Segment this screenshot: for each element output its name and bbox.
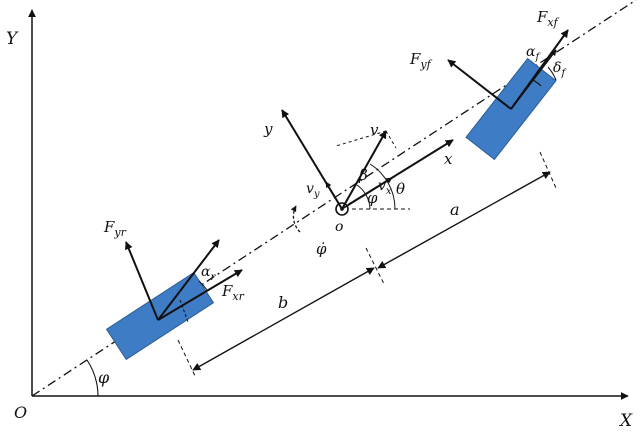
- cg-label: o: [335, 219, 343, 235]
- global-angle-label: φ: [98, 368, 110, 387]
- dim-b-ext-1: [177, 339, 197, 379]
- vy-arrow: [325, 181, 343, 210]
- vy-label: vy: [306, 181, 320, 200]
- front-delta-label: δf: [553, 60, 567, 79]
- vx-label: vx: [378, 178, 392, 197]
- x-axis-label: X: [618, 411, 633, 431]
- vel-projection-dashed: [385, 130, 397, 149]
- dim-a-arrow: [377, 171, 551, 269]
- dim-a-label: a: [450, 200, 460, 219]
- phi-local-label: φ: [367, 189, 378, 207]
- yaw-rate-label: φ̇: [316, 240, 327, 258]
- front-fy-label: Fyf: [409, 50, 433, 71]
- body-x-label: x: [444, 150, 453, 168]
- origin-label: O: [14, 403, 27, 422]
- front-wheel-velocity-arrow: [510, 49, 557, 110]
- velocity-label: v: [370, 121, 379, 139]
- front-slip-arc: [532, 79, 542, 87]
- global-axes: Y X O: [6, 9, 633, 431]
- dimension-a: a: [365, 151, 557, 285]
- yaw-rate-arc: [290, 205, 301, 233]
- front-fx-label: Fxf: [536, 8, 560, 29]
- rear-fx-label: Fxr: [221, 282, 245, 303]
- dim-a-ext-2: [539, 151, 557, 189]
- body-y-label: y: [263, 120, 273, 138]
- front-wheel-fy-arrow: [447, 59, 512, 110]
- rear-wheel-axle: [179, 299, 189, 323]
- vel-projection-dashed-2: [335, 130, 387, 147]
- rear-wheel-velocity-arrow: [157, 239, 220, 321]
- phi-local-arc: [365, 194, 371, 210]
- beta-arc: [356, 184, 367, 196]
- beta-label: β: [358, 166, 368, 184]
- front-wheel: Fxf Fyf αf δf: [409, 8, 569, 161]
- rear-fy-label: Fyr: [103, 218, 127, 239]
- global-angle-arc: [86, 359, 99, 397]
- front-steer-arc: [547, 66, 557, 81]
- rear-wheel: Fyr Fxr αr: [103, 218, 245, 361]
- dim-b-label: b: [278, 293, 288, 312]
- center-of-gravity-frame: o x y v vx vy β θ φ φ̇: [263, 109, 454, 258]
- front-alpha-label: αf: [526, 44, 541, 63]
- dimension-b: b: [177, 267, 375, 379]
- theta-label: θ: [396, 180, 405, 198]
- velocity-arrow: [341, 130, 387, 210]
- y-axis-label: Y: [6, 29, 19, 49]
- dim-b-arrow: [192, 267, 375, 371]
- rear-wheel-fy-arrow: [125, 241, 159, 321]
